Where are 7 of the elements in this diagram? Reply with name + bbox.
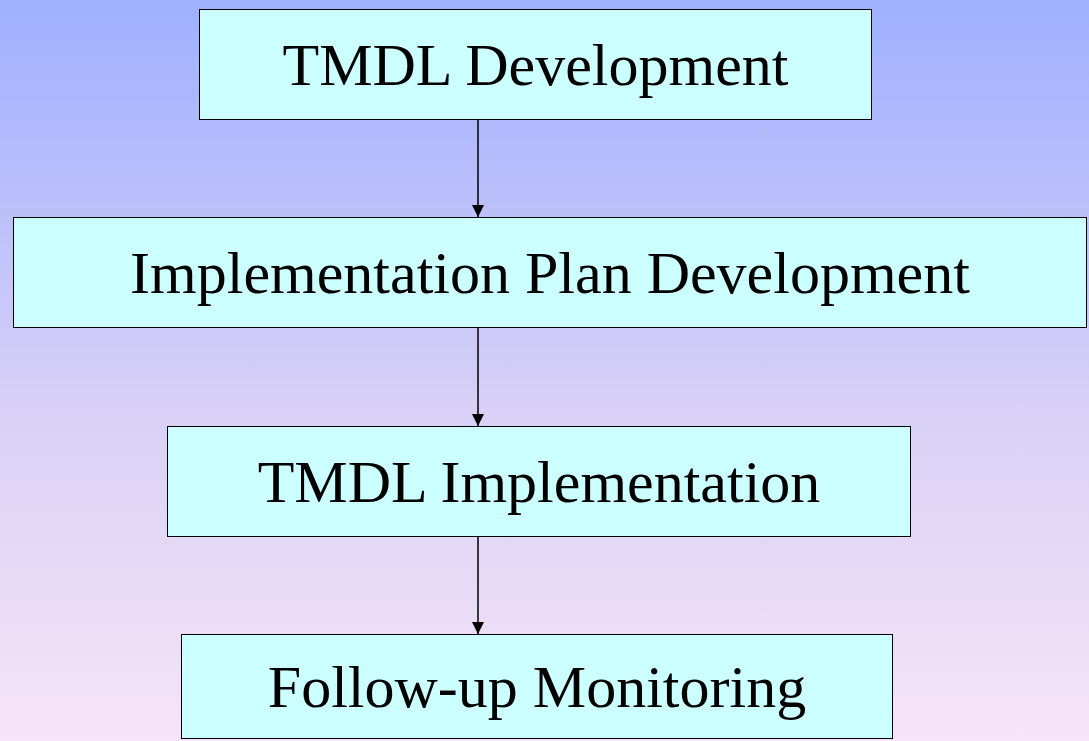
process-box xyxy=(199,9,872,120)
process-box xyxy=(181,634,893,739)
arrow xyxy=(472,536,484,635)
arrow xyxy=(472,327,484,427)
process-box xyxy=(167,426,911,537)
process-box xyxy=(13,217,1087,328)
arrow xyxy=(472,119,484,218)
